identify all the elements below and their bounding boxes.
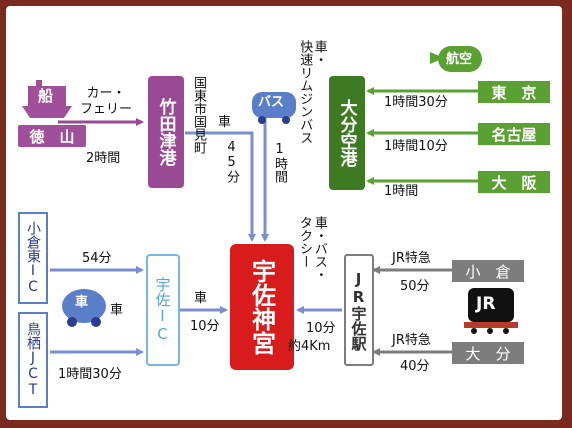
car45-arrow xyxy=(185,131,256,242)
tosu-time-label: 1時間30分 xyxy=(58,367,122,382)
car45-time-label: 45分 xyxy=(224,140,239,183)
car-ferry-label: カー・ フェリー xyxy=(80,86,133,118)
osaka-node: 大 阪 xyxy=(478,171,550,193)
tokyo-node: 東 京 xyxy=(478,81,550,103)
car-icon-shape xyxy=(62,289,106,327)
usa-jingu-label: 宇佐神宮 xyxy=(247,259,276,355)
station-time-label: 10分 xyxy=(306,321,336,336)
kokura-jr-time-label: 50分 xyxy=(400,279,430,294)
usa-ic-label: 宇佐IC xyxy=(153,277,172,343)
jr-usa-station-node: JR宇佐駅 xyxy=(344,254,374,366)
tokyo-time-label: 1時間30分 xyxy=(384,95,448,110)
kokura-higashi-ic-node: 小倉東IC xyxy=(18,212,48,304)
nagoya-time-label: 1時間10分 xyxy=(384,139,448,154)
usa-jingu-node: 宇佐神宮 xyxy=(230,244,294,370)
oita-jr-label: JR特急 xyxy=(392,333,431,348)
takeda-port-label: 竹田津港 xyxy=(155,98,176,166)
bus-time-label: 1時間 xyxy=(272,142,287,183)
ic-time-label: 10分 xyxy=(190,319,220,334)
oita-airport-label: 大分空港 xyxy=(336,99,357,167)
ship-icon xyxy=(22,80,72,118)
oita-jr-time-label: 40分 xyxy=(400,359,430,374)
ic-car-label: 車 xyxy=(194,291,208,306)
kokura-ic-time-label: 54分 xyxy=(82,251,112,266)
osaka-label: 大 阪 xyxy=(491,173,537,192)
nagoya-label: 名古屋 xyxy=(491,125,537,144)
tosu-jct-node: 鳥栖JCT xyxy=(18,312,48,408)
car-mode-label: 車 xyxy=(110,303,124,318)
tokuyama-node: 徳 山 xyxy=(18,125,86,147)
car-icon-label: 車 xyxy=(75,295,89,310)
usa-ic-node: 宇佐IC xyxy=(146,254,180,366)
oita-node: 大 分 xyxy=(452,342,524,364)
airplane-icon-shape xyxy=(430,46,482,72)
train-icon-shape xyxy=(464,288,518,334)
tokuyama-label: 徳 山 xyxy=(29,127,75,146)
ferry-time-label: 2時間 xyxy=(86,151,121,166)
osaka-time-label: 1時間 xyxy=(384,184,419,199)
tosu-jct-label: 鳥栖JCT xyxy=(25,322,41,398)
oita-label: 大 分 xyxy=(465,344,511,363)
express-bus-label: 車・ 快速リムジンバス xyxy=(297,40,327,144)
bus-icon-label: バス xyxy=(258,95,285,110)
ship-label: 船 xyxy=(38,87,54,105)
kokura-label: 小 倉 xyxy=(465,262,511,281)
takeda-port-node: 竹田津港 xyxy=(148,76,184,188)
bus-icon-shape xyxy=(252,92,296,124)
car45-mode-label: 車 xyxy=(218,115,232,130)
tokyo-label: 東 京 xyxy=(491,83,537,102)
station-modes-label: 車・バス・ タクシー xyxy=(296,216,327,281)
nagoya-node: 名古屋 xyxy=(478,123,550,145)
jr-usa-station-label: JR宇佐駅 xyxy=(349,269,368,351)
oita-airport-node: 大分空港 xyxy=(329,76,365,190)
air-icon-label: 航空 xyxy=(446,52,473,67)
kokura-node: 小 倉 xyxy=(452,260,524,282)
station-dist-label: 約4Km xyxy=(288,339,331,354)
kokura-jr-label: JR特急 xyxy=(392,251,431,266)
kokura-higashi-ic-label: 小倉東IC xyxy=(25,221,41,295)
via-road-label: 国東市国見町 xyxy=(191,76,206,154)
jr-icon-label: JR xyxy=(476,294,496,314)
